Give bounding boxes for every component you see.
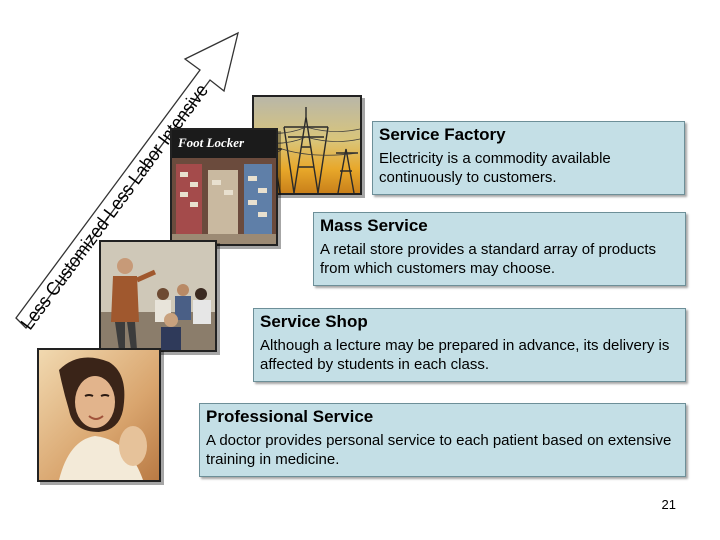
tier-box-service-shop: Service Shop Although a lecture may be p… xyxy=(253,308,686,382)
classroom-icon xyxy=(101,242,215,350)
tier-box-professional-service: Professional Service A doctor provides p… xyxy=(199,403,686,477)
tier-box-mass-service: Mass Service A retail store provides a s… xyxy=(313,212,686,286)
store-shelves-icon xyxy=(172,158,276,244)
store-sign-text: Foot Locker xyxy=(178,135,245,150)
lecture-photo xyxy=(99,240,217,352)
tier-title: Service Factory xyxy=(379,125,506,144)
person-portrait-icon xyxy=(59,357,147,480)
page-number: 21 xyxy=(661,497,676,512)
tier-box-service-factory: Service Factory Electricity is a commodi… xyxy=(372,121,685,195)
retail-store-photo: Foot Locker xyxy=(170,128,278,246)
tier-title: Service Shop xyxy=(260,312,368,331)
tier-description: A retail store provides a standard array… xyxy=(320,241,657,277)
professional-photo xyxy=(37,348,161,482)
tier-description: Although a lecture may be prepared in ad… xyxy=(260,337,670,373)
tier-title: Professional Service xyxy=(206,407,374,426)
store-sign: Foot Locker xyxy=(172,130,276,158)
arrow-outline xyxy=(15,31,239,329)
tier-description: A doctor provides personal service to ea… xyxy=(206,432,672,468)
tier-description: Electricity is a commodity available con… xyxy=(379,150,611,186)
tier-title: Mass Service xyxy=(320,216,428,235)
